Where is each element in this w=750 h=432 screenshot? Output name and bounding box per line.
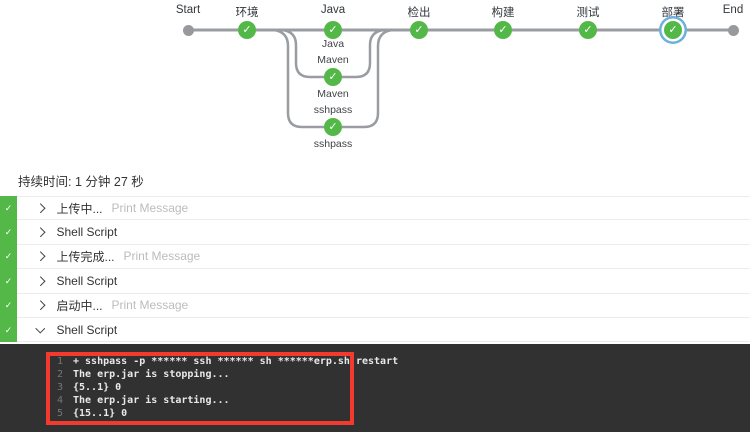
check-icon: ✓	[242, 23, 252, 36]
step-status-success: ✓	[0, 317, 17, 343]
step-list: ✓ 上传中... Print Message ✓ Shell Script ✓ …	[0, 196, 750, 343]
pipeline-graph: Start 环境 Java 检出 构建 测试 部署 End ✓ ✓ ✓ ✓ ✓ …	[0, 0, 750, 160]
line-number: 2	[57, 369, 64, 381]
stage-node-java[interactable]: ✓	[324, 21, 342, 39]
step-title: Shell Script	[56, 225, 118, 240]
step-row-content: 上传中... Print Message	[17, 196, 750, 221]
step-row-content: Shell Script	[17, 318, 750, 343]
step-status-success: ✓	[0, 220, 17, 245]
step-subtitle: Print Message	[111, 201, 189, 216]
line-text: {15..1} 0	[73, 407, 128, 419]
stage-node-checkout[interactable]: ✓	[410, 21, 428, 39]
stage-node-test[interactable]: ✓	[579, 21, 597, 39]
stage-label-java: Java	[320, 4, 346, 16]
chevron-down-icon	[35, 323, 45, 333]
duration-label: 持续时间:	[18, 175, 72, 189]
branch-label-java-below: Java	[321, 38, 345, 50]
branch-label-sshpass-below: sshpass	[313, 138, 353, 150]
step-title: 上传中...	[56, 201, 103, 216]
check-icon: ✓	[4, 275, 13, 286]
stage-label-test: 测试	[576, 7, 600, 19]
start-terminal-dot	[182, 24, 194, 36]
branch-label-maven-below: Maven	[317, 88, 349, 100]
line-number: 1	[57, 356, 64, 368]
step-title: Shell Script	[56, 273, 118, 288]
check-icon: ✓	[4, 324, 13, 335]
console-line: 2 The erp.jar is stopping...	[57, 369, 750, 382]
stage-node-deploy-selected[interactable]: ✓	[664, 21, 682, 39]
stage-node-env[interactable]: ✓	[238, 21, 256, 39]
line-text: + sshpass -p ****** ssh ****** sh ******…	[73, 356, 399, 368]
step-row-upload-start[interactable]: ✓ 上传中... Print Message	[0, 196, 750, 221]
check-icon: ✓	[668, 23, 678, 36]
stage-label-build: 构建	[491, 7, 515, 19]
stage-label-deploy: 部署	[661, 7, 685, 19]
line-text: The erp.jar is stopping...	[73, 369, 230, 381]
stage-label-start: Start	[175, 4, 201, 16]
step-row-upload-done[interactable]: ✓ 上传完成... Print Message	[0, 244, 750, 270]
step-row-content: Shell Script	[17, 220, 750, 245]
step-row-content: Shell Script	[17, 269, 750, 294]
check-icon: ✓	[4, 227, 13, 238]
duration-value: 1 分钟 27 秒	[74, 175, 144, 189]
step-subtitle: Print Message	[111, 298, 189, 313]
check-icon: ✓	[328, 23, 338, 36]
step-title: 上传完成...	[56, 249, 115, 264]
stage-label-env: 环境	[235, 7, 259, 19]
stage-label-checkout: 检出	[407, 7, 431, 19]
step-row-shell-script-3-expanded[interactable]: ✓ Shell Script	[0, 317, 750, 343]
check-icon: ✓	[328, 70, 338, 83]
stage-node-build[interactable]: ✓	[494, 21, 512, 39]
step-status-success: ✓	[0, 244, 17, 270]
line-text: {5..1} 0	[73, 381, 122, 393]
end-terminal-dot	[727, 24, 739, 36]
check-icon: ✓	[328, 120, 338, 133]
branch-label-sshpass-above: sshpass	[313, 104, 353, 116]
check-icon: ✓	[414, 23, 424, 36]
check-icon: ✓	[4, 251, 13, 262]
chevron-right-icon	[35, 300, 45, 310]
step-row-content: 上传完成... Print Message	[17, 245, 750, 270]
step-row-content: 启动中... Print Message	[17, 294, 750, 318]
step-status-success: ✓	[0, 196, 17, 221]
step-subtitle: Print Message	[123, 249, 201, 264]
step-status-success: ✓	[0, 269, 17, 294]
check-icon: ✓	[498, 23, 508, 36]
step-row-shell-script-1[interactable]: ✓ Shell Script	[0, 220, 750, 245]
check-icon: ✓	[4, 300, 13, 311]
duration-text: 持续时间: 1 分钟 27 秒	[0, 160, 750, 190]
chevron-right-icon	[35, 227, 45, 237]
step-row-shell-script-2[interactable]: ✓ Shell Script	[0, 269, 750, 294]
console-line: 5 {15..1} 0	[57, 408, 750, 421]
check-icon: ✓	[4, 202, 13, 213]
line-number: 4	[57, 394, 64, 406]
branch-node-maven[interactable]: ✓	[324, 68, 342, 86]
step-title: Shell Script	[56, 322, 118, 337]
step-status-success: ✓	[0, 293, 17, 318]
chevron-right-icon	[35, 203, 45, 213]
step-title: 启动中...	[56, 298, 103, 313]
check-icon: ✓	[583, 23, 593, 36]
console-line: 1 + sshpass -p ****** ssh ****** sh *****…	[57, 356, 750, 369]
console-line: 4 The erp.jar is starting...	[57, 395, 750, 408]
console-line: 3 {5..1} 0	[57, 382, 750, 395]
stage-label-end: End	[722, 4, 744, 16]
line-text: The erp.jar is starting...	[73, 394, 230, 406]
console-log-lines: 1 + sshpass -p ****** ssh ****** sh *****…	[0, 344, 750, 420]
branch-label-maven-above: Maven	[317, 54, 349, 66]
line-number: 3	[57, 381, 64, 393]
console-output: 1 + sshpass -p ****** ssh ****** sh *****…	[0, 344, 750, 432]
step-row-starting[interactable]: ✓ 启动中... Print Message	[0, 293, 750, 318]
chevron-right-icon	[35, 251, 45, 262]
pipeline-connector-lines	[188, 28, 733, 129]
branch-node-sshpass[interactable]: ✓	[324, 118, 342, 136]
line-number: 5	[57, 407, 64, 419]
chevron-right-icon	[35, 276, 45, 286]
